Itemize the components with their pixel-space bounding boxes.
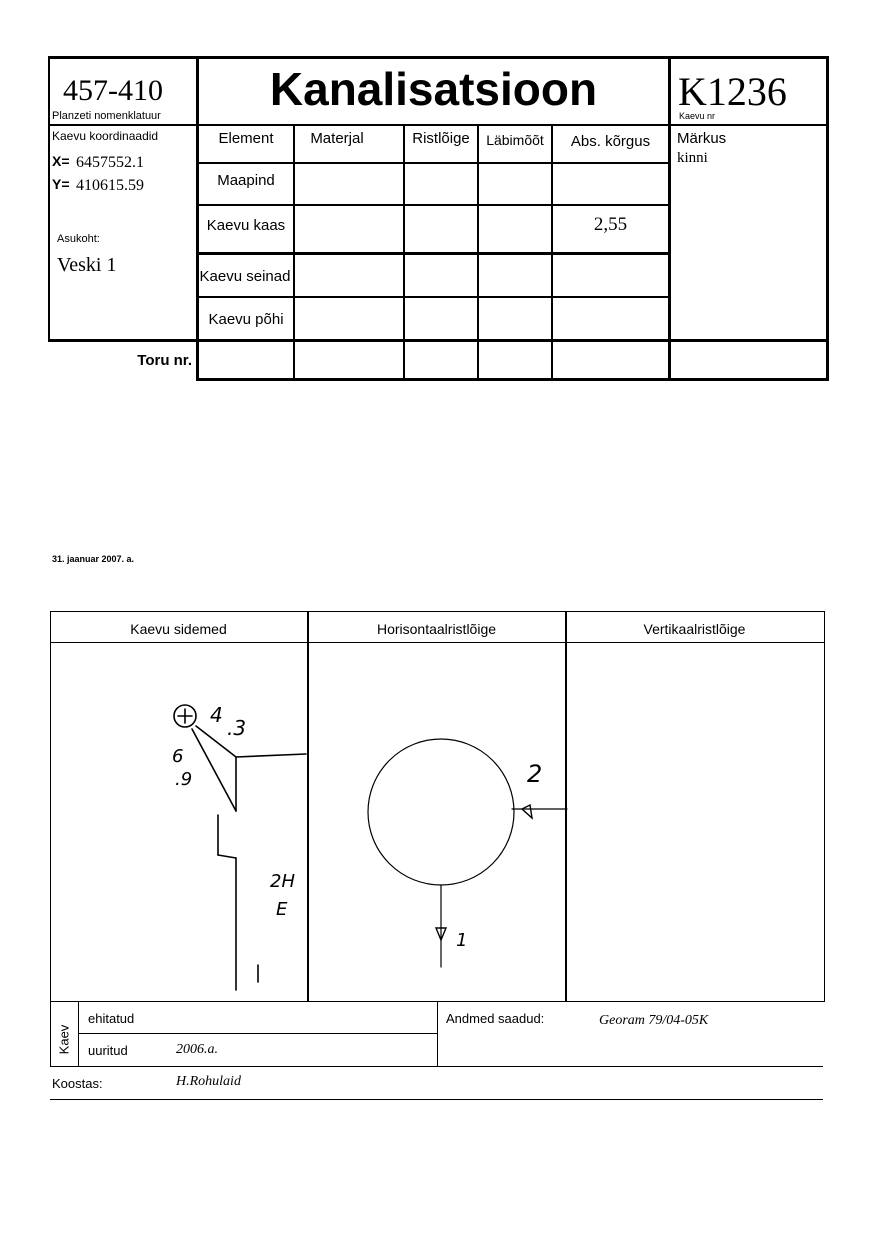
surveyed-label: uuritud [88,1043,128,1058]
row-bottom: Kaevu põhi [208,311,284,328]
coordinates-label: Kaevu koordinaadid [52,129,159,143]
author-value: H.Rohulaid [176,1074,241,1089]
pipe-number-label: Toru nr. [137,352,192,369]
author-label: Koostas: [52,1076,103,1091]
source-label: Andmed saadud: [446,1011,545,1026]
row-walls: Kaevu seinad [199,268,291,285]
col-horizontal-section: Horisontaalristlõige [376,621,497,637]
page-title: Kanalisatsioon [269,63,598,115]
nomenclature-label: Planzeti nomenklatuur [52,110,161,122]
coordinate-x-value: 6457552.1 [76,154,144,171]
lid-abs-height: 2,55 [593,214,628,235]
document-date: 31. jaanuar 2007. a. [52,554,135,564]
row-ground: Maapind [217,172,275,189]
nomenclature-value: 457-410 [63,74,163,107]
location-value: Veski 1 [57,254,117,276]
location-label: Asukoht: [57,233,100,245]
surveyed-value: 2006.a. [176,1042,218,1057]
header-remarks: Märkus [677,130,727,147]
coordinate-x-label: X= [52,153,70,169]
remarks-value: kinni [677,150,708,166]
built-label: ehitatud [88,1011,135,1026]
coordinate-y-value: 410615.59 [76,177,144,194]
header-diameter: Läbimõõt [486,132,544,148]
header-abs-height: Abs. kõrgus [570,133,651,150]
header-cross-section: Ristlõige [412,130,470,147]
source-value: Georam 79/04-05K [599,1013,709,1028]
row-lid: Kaevu kaas [206,217,286,234]
coordinate-y-label: Y= [52,176,70,192]
col-vertical-section: Vertikaalristlõige [643,621,746,637]
header-material: Materjal [310,130,364,147]
well-side-label: Kaev [56,1024,72,1055]
well-number-value: K1236 [678,69,787,114]
col-well-connections: Kaevu sidemed [130,621,227,637]
header-element: Element [218,130,274,147]
well-number-label: Kaevu nr [679,111,716,121]
